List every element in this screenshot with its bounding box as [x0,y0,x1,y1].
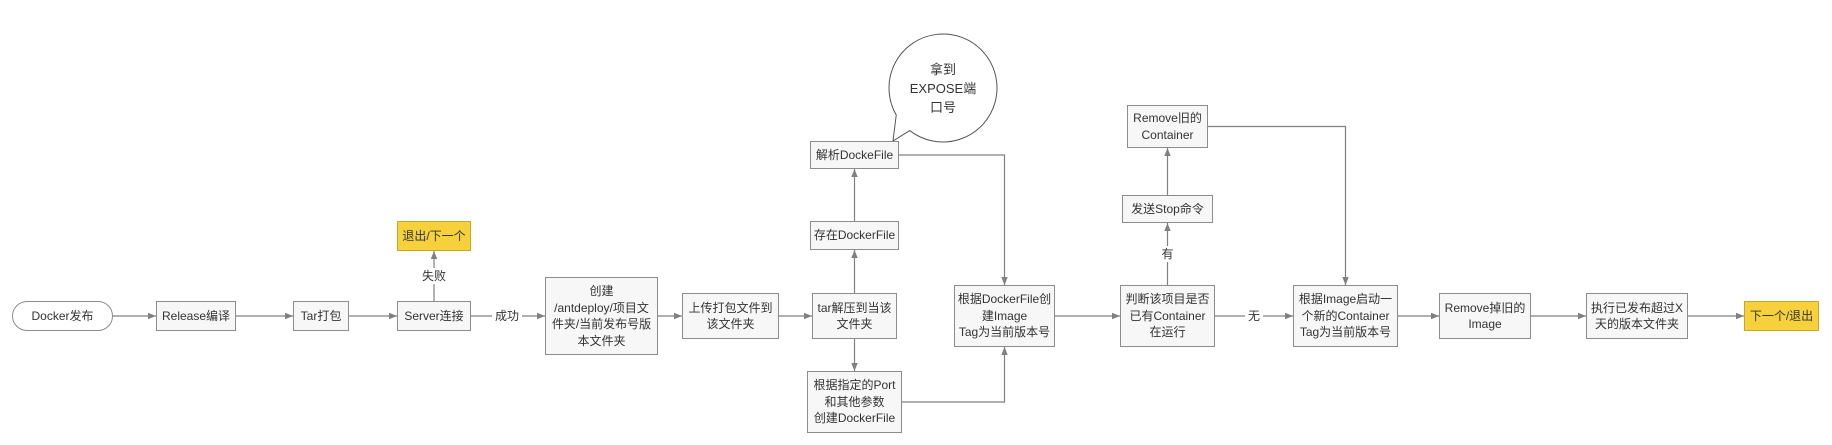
node-exit-next: 退出/下一个 [397,221,471,251]
edge-create-dockerfile-to-build-image [902,347,1008,403]
edge-label-yes: 有 [1158,246,1177,262]
node-create-folder: 创建 /antdeploy/项目文 件夹/当前发布号版 本文件夹 [545,277,658,355]
node-cleanup-versions: 执行已发布超过X 天的版本文件夹 [1586,293,1688,339]
edge-label-no: 无 [1244,308,1264,324]
node-untar: tar解压到当该 文件夹 [812,293,897,339]
node-build-image: 根据DockerFile创 建Image Tag为当前版本号 [954,285,1055,347]
node-start-container: 根据Image启动一 个新的Container Tag为当前版本号 [1293,285,1398,347]
node-check-container: 判断该项目是否 已有Container 在运行 [1120,285,1215,347]
node-upload-package: 上传打包文件到 该文件夹 [682,293,779,339]
node-dockerfile-exists: 存在DockerFile [810,221,899,250]
node-server-connect: Server连接 [397,301,471,331]
node-release-build: Release编译 [156,301,236,331]
node-docker-publish: Docker发布 [12,301,113,331]
edge-label-success: 成功 [491,308,523,324]
node-tar-pack: Tar打包 [293,301,349,331]
callout-bubble [888,33,998,143]
node-parse-dockerfile: 解析DockeFile [810,141,899,169]
edge-parse-dockerfile-to-build-image [899,154,1008,285]
node-next-exit: 下一个/退出 [1744,301,1819,331]
edge-remove-old-container-to-start-container [1208,125,1349,285]
node-send-stop: 发送Stop命令 [1122,195,1213,223]
node-remove-old-container: Remove旧的 Container [1127,105,1208,148]
edge-label-fail: 失败 [418,268,450,284]
callout-text: 拿到 EXPOSE端 口号 [909,61,977,115]
node-remove-old-image: Remove掉旧的 Image [1439,293,1531,339]
node-create-dockerfile: 根据指定的Port 和其他参数 创建DockerFile [807,371,902,433]
